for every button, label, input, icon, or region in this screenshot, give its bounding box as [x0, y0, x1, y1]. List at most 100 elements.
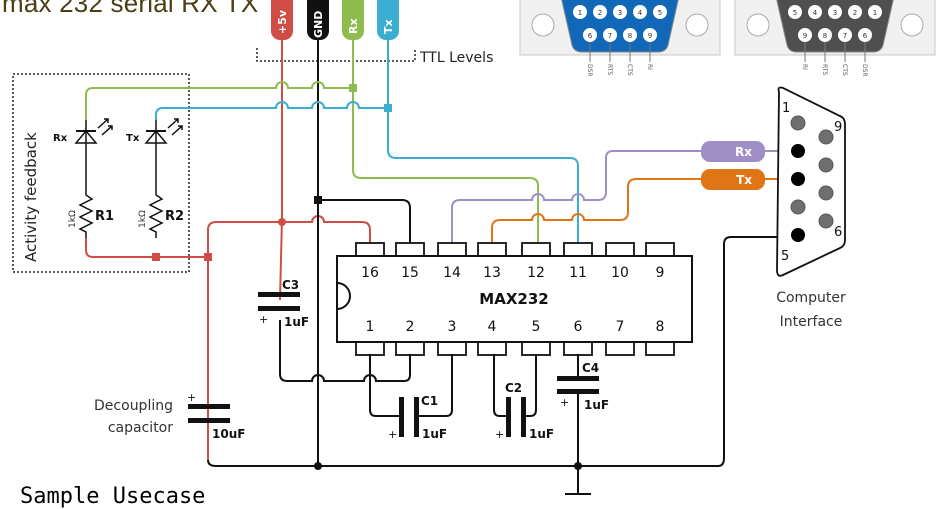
activity-feedback-block: Activity feedback Rx Tx R1 1kΩ — [12, 73, 190, 273]
c3-name: C3 — [282, 278, 299, 292]
decoupling-label-line1: Decoupling — [94, 398, 173, 414]
c4-polarity: + — [560, 396, 569, 409]
ttl-pin-label: +5v — [276, 9, 289, 34]
wire-vcc — [85, 40, 371, 460]
ic-pin-3 — [437, 341, 467, 356]
db9-pin — [848, 5, 862, 19]
ic-pin-label: 2 — [406, 319, 415, 335]
ttl-header: TTL Levels +5v GND Rx Tx — [256, 0, 493, 66]
ic-pin-label: 8 — [656, 319, 665, 335]
led-rx: Rx — [53, 118, 113, 190]
capacitor-decoupling: 10uF + Decoupling capacitor — [94, 391, 245, 441]
r1-value: 1kΩ — [68, 210, 78, 228]
c1-polarity: + — [388, 428, 397, 441]
ic-pin-6 — [563, 341, 593, 356]
db9-pin-number: 1 — [873, 9, 877, 17]
rs232-tx-label: Tx — [736, 173, 752, 187]
c4-name: C4 — [582, 361, 599, 375]
c3-polarity: + — [259, 313, 268, 326]
db9-pin — [643, 28, 657, 42]
capacitor-c2: C2 1uF + — [495, 381, 554, 441]
ic-pin-label: 1 — [366, 319, 375, 335]
db9-pin — [583, 28, 597, 42]
c3-value: 1uF — [284, 315, 309, 329]
ttl-pin-label: Tx — [382, 19, 395, 34]
wire-rx-ttl — [85, 40, 539, 244]
wire-tx-ttl — [155, 40, 579, 244]
ic-pin-11 — [563, 242, 593, 257]
db9-pin-number: 3 — [833, 9, 837, 17]
db9-pin5-label: 5 — [781, 249, 789, 264]
c2-name: C2 — [505, 381, 522, 395]
db9-signal-label: RTS — [606, 64, 613, 75]
db9-pin — [788, 5, 802, 19]
bottom-caption: Sample Usecase — [20, 484, 206, 509]
ic-pin-label: 3 — [448, 319, 457, 335]
db9-pin-number: 3 — [618, 9, 622, 17]
db9-signal-label: CTS — [626, 64, 633, 76]
db9-pin — [798, 28, 812, 42]
db9-pin-number: 1 — [578, 9, 582, 17]
ic-pin-label: 14 — [443, 265, 461, 281]
db9-pin-number: 2 — [598, 9, 602, 17]
wire-rx-rs232 — [451, 150, 800, 244]
db9-pin-number: 4 — [638, 9, 643, 17]
ttl-pin-label: GND — [312, 11, 325, 38]
db9-pin — [818, 28, 832, 42]
computer-interface-connector: 1 9 6 5 Computer Interface — [776, 86, 846, 330]
led-tx-label: Tx — [126, 133, 140, 144]
ic-name: MAX232 — [479, 290, 548, 308]
ic-pin-14 — [437, 242, 467, 257]
ic-pin-label: 5 — [532, 319, 541, 335]
capacitor-c3: C3 1uF + — [258, 278, 309, 329]
ttl-pin-gnd[interactable]: GND — [307, 0, 329, 40]
ic-pin-2 — [395, 341, 425, 356]
ic-pin-label: 11 — [569, 265, 587, 281]
db9-pin — [593, 5, 607, 19]
ic-pin-label: 7 — [616, 319, 625, 335]
rs232-rx-label: Rx — [735, 145, 752, 159]
wire-tx-rs232 — [491, 178, 800, 244]
ic-pin-label: 9 — [656, 265, 665, 281]
led-tx: Tx — [126, 118, 183, 190]
db9-pin-number: 6 — [863, 32, 868, 40]
db9-signal-label: DSR — [861, 64, 868, 77]
resistor-r2: R2 1kΩ — [138, 190, 184, 238]
computer-interface-label-line1: Computer — [776, 290, 846, 306]
db9-pin-number: 5 — [793, 9, 797, 17]
ttl-pin-rx[interactable]: Rx — [342, 0, 364, 40]
decoupling-value: 10uF — [212, 427, 245, 441]
db9-pin1-label: 1 — [782, 101, 790, 116]
db9-pin-number: 6 — [588, 32, 593, 40]
ttl-pin-vcc[interactable]: +5v — [271, 0, 293, 40]
db9-pin-number: 8 — [628, 32, 632, 40]
c2-value: 1uF — [529, 427, 554, 441]
ic-pin-16 — [355, 242, 385, 257]
ic-pin-10 — [605, 242, 635, 257]
ttl-pin-tx[interactable]: Tx — [377, 0, 399, 40]
db9-pin-number: 2 — [853, 9, 857, 17]
ic-pin-label: 10 — [611, 265, 629, 281]
c1-value: 1uF — [422, 427, 447, 441]
db9-pin — [603, 28, 617, 42]
db9-signal-label: RTS — [821, 64, 828, 75]
db9-pin — [623, 28, 637, 42]
db9-pin9-label: 9 — [834, 120, 842, 135]
ic-pin-13 — [477, 242, 507, 257]
ic-pin-5 — [521, 341, 551, 356]
db9-signal-label: CTS — [841, 64, 848, 76]
db9-pin-number: 7 — [608, 32, 612, 40]
rs232-tx-tag: Tx — [701, 169, 765, 190]
db9-pin — [653, 5, 667, 19]
db9-pin-number: 9 — [803, 32, 807, 40]
ic-pin-label: 12 — [527, 265, 545, 281]
junctions — [152, 84, 582, 470]
computer-interface-label-line2: Interface — [780, 314, 843, 330]
db9-pin-number: 9 — [648, 32, 652, 40]
r2-label: R2 — [165, 209, 184, 224]
wire-c2 — [493, 354, 537, 417]
decoupling-label-line2: capacitor — [108, 420, 173, 436]
db9-pin-number: 5 — [658, 9, 662, 17]
ic-pin-4 — [477, 341, 507, 356]
